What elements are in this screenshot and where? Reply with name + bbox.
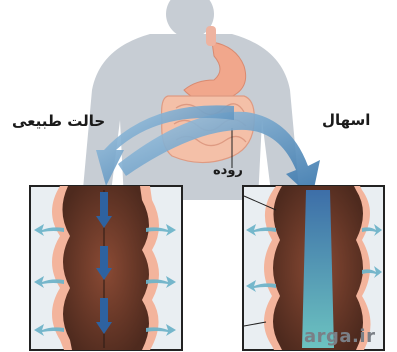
normal-state-label: حالت طبیعی: [12, 112, 105, 130]
normal-intestine-panel: [30, 186, 182, 350]
diarrhea-label: اسهال: [322, 111, 370, 129]
intestine-label: روده: [213, 163, 243, 178]
site-watermark: arga.ir: [304, 326, 375, 347]
